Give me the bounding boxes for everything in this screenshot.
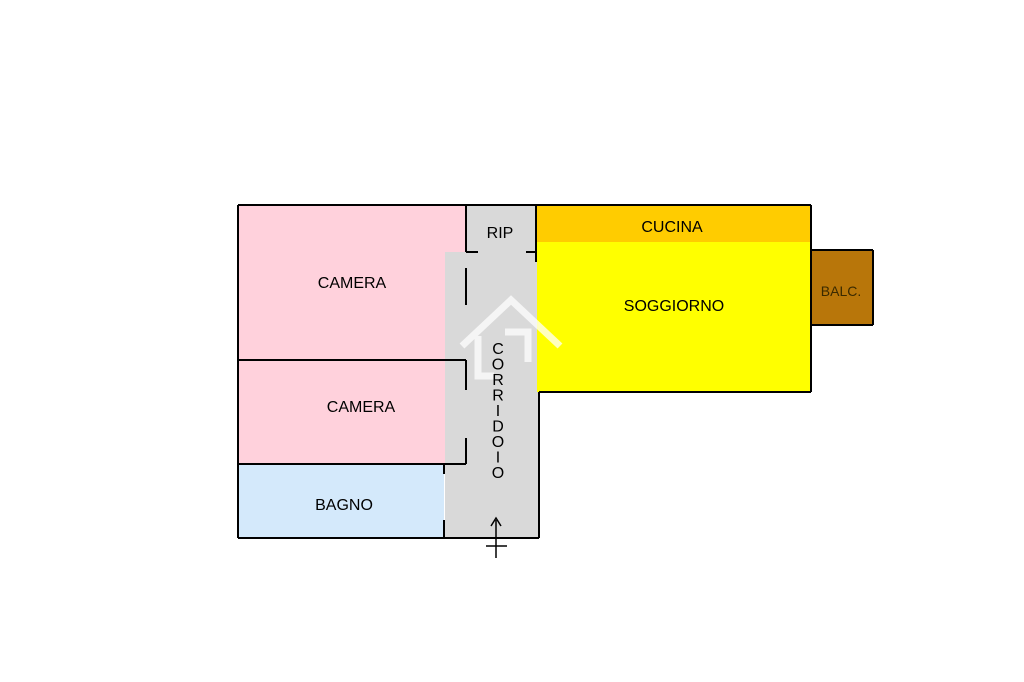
label-soggiorno: SOGGIORNO	[624, 298, 724, 315]
house-watermark-icon	[459, 295, 563, 380]
room-soggiorno	[537, 242, 810, 392]
room-camera-top	[239, 206, 466, 359]
walls	[237, 204, 874, 539]
label-rip: RIP	[487, 225, 514, 242]
room-corridoio	[445, 252, 538, 537]
entrance-arrow-icon	[486, 516, 507, 558]
label-bagno: BAGNO	[315, 497, 373, 514]
room-cucina	[537, 206, 810, 242]
room-balcone	[810, 251, 872, 324]
room-camera-mid	[239, 360, 466, 463]
label-balcone: BALC.	[821, 283, 861, 299]
room-rip	[467, 206, 536, 252]
label-camera-mid: CAMERA	[327, 399, 396, 416]
room-bagno	[239, 464, 444, 537]
label-cucina: CUCINA	[641, 219, 703, 236]
label-camera-top: CAMERA	[318, 275, 387, 292]
